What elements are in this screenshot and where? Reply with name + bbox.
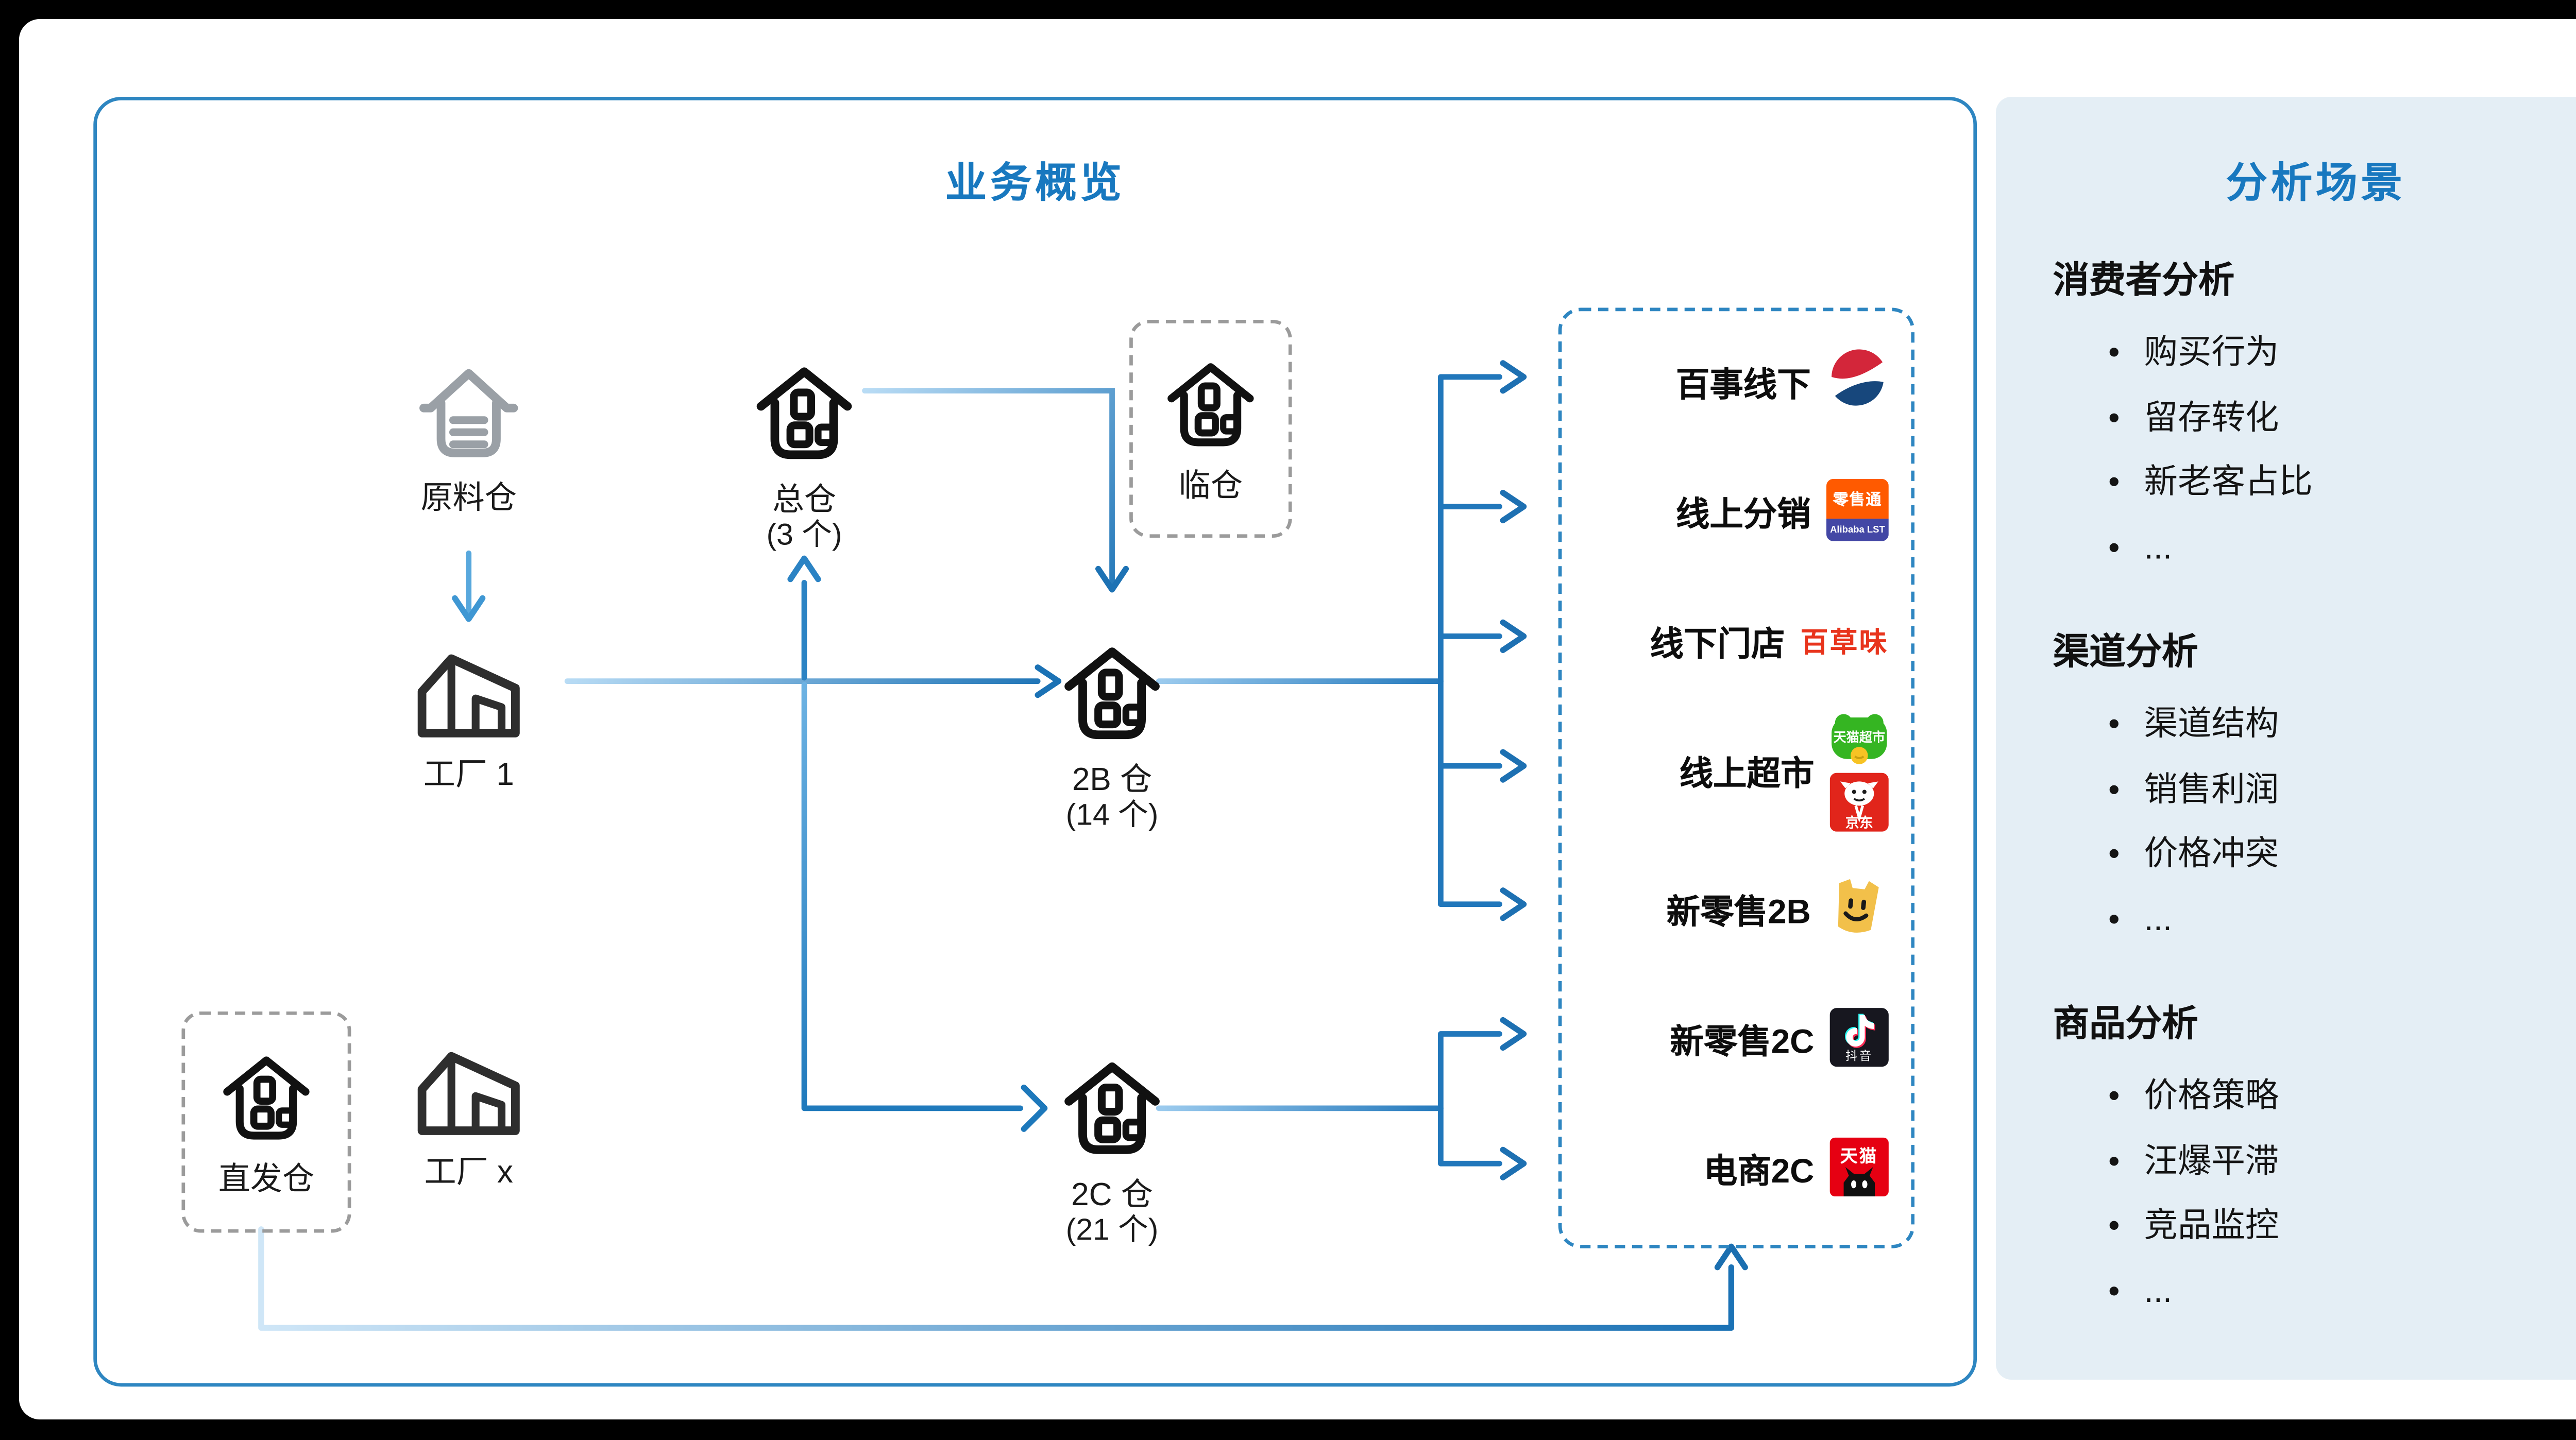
factory-icon [417, 654, 520, 738]
analysis-panel: 分析场景 消费者分析 购买行为 留存转化 新老客占比 ... 渠道分析 渠道结构… [1995, 96, 2576, 1380]
node-factory-x: 工厂 x [362, 1042, 576, 1190]
node-count: (3 个) [766, 517, 842, 552]
channel-label: 线下门店 [1650, 625, 1785, 663]
channel-row-pepsi-offline: 百事线下 [1575, 339, 1889, 422]
warehouse-icon [1064, 647, 1160, 740]
node-2b-warehouse: 2B 仓 (14 个) [1005, 640, 1219, 833]
node-label: 2B 仓 [1072, 761, 1153, 797]
channel-label: 线上分销 [1675, 495, 1811, 534]
list-item: 购买行为 [2108, 321, 2576, 386]
node-raw-warehouse: 原料仓 [362, 358, 576, 515]
node-label: 直发仓 [218, 1159, 315, 1196]
section-heading: 消费者分析 [2053, 261, 2235, 301]
section-items: 价格策略 汪爆平滞 竞品监控 ... [2053, 1065, 2576, 1325]
channel-label: 新零售2B [1666, 893, 1811, 931]
section-items: 购买行为 留存转化 新老客占比 ... [2053, 321, 2576, 581]
lst-logo: 零售通 Alibaba LST [1826, 478, 1889, 541]
flow-arrows-svg [258, 360, 1748, 1331]
node-factory-1: 工厂 1 [362, 645, 576, 792]
node-count: (14 个) [1065, 797, 1159, 832]
node-2c-warehouse: 2C 仓 (21 个) [1005, 1055, 1219, 1248]
list-item: 价格冲突 [2108, 823, 2576, 888]
warehouse-icon [1167, 362, 1254, 445]
node-label: 2C 仓 [1071, 1175, 1153, 1212]
list-item: 新老客占比 [2108, 451, 2576, 516]
node-temp-warehouse: 临仓 [1129, 320, 1292, 538]
raw-warehouse-icon [419, 369, 518, 457]
lst-logo-text: 零售通 [1826, 478, 1889, 519]
channel-label: 百事线下 [1675, 366, 1811, 404]
channel-row-new-retail-2c: 新零售2C 抖音 [1575, 996, 1889, 1079]
node-label: 工厂 1 [423, 756, 514, 792]
list-item: 留存转化 [2108, 386, 2576, 451]
channels-box: 百事线下 线上分销 零售通 Alibaba LST 线下门店 百草味 [1558, 307, 1915, 1248]
section-heading: 商品分析 [2053, 1004, 2198, 1044]
node-count: (21 个) [1065, 1212, 1159, 1247]
list-item: 竞品监控 [2108, 1195, 2576, 1260]
warehouse-icon [1064, 1062, 1160, 1154]
channel-row-online-supermarket: 线上超市 天猫超市 [1575, 707, 1889, 832]
section-product-analysis: 商品分析 价格策略 汪爆平滞 竞品监控 ... [2053, 996, 2576, 1325]
list-item: ... [2108, 516, 2576, 581]
list-item: 渠道结构 [2108, 693, 2576, 758]
white-canvas: 业务概览 [19, 19, 2576, 1420]
node-direct-warehouse: 直发仓 [181, 1011, 351, 1233]
analysis-title: 分析场景 [2226, 161, 2406, 208]
channel-row-new-retail-2b: 新零售2B [1575, 866, 1889, 949]
node-central-warehouse: 总仓 (3 个) [697, 359, 911, 553]
pepsi-logo [1829, 349, 1886, 408]
channel-label: 新零售2C [1670, 1022, 1815, 1061]
section-channel-analysis: 渠道分析 渠道结构 销售利润 价格冲突 ... [2053, 624, 2576, 953]
section-consumer-analysis: 消费者分析 购买行为 留存转化 新老客占比 ... [2053, 252, 2576, 581]
tmall-logo-text: 天猫 [1840, 1148, 1878, 1167]
node-label: 总仓 [772, 481, 837, 517]
list-item: 汪爆平滞 [2108, 1130, 2576, 1195]
douyin-logo-text: 抖音 [1845, 1051, 1873, 1064]
channel-row-ecommerce-2c: 电商2C 天猫 [1575, 1125, 1889, 1208]
factory-icon [417, 1052, 520, 1135]
tmall-logo: 天猫 [1829, 1137, 1889, 1197]
svg-text:京东: 京东 [1845, 814, 1873, 830]
warehouse-icon [223, 1055, 310, 1139]
list-item: ... [2108, 1260, 2576, 1325]
analysis-body: 消费者分析 购买行为 留存转化 新老客占比 ... 渠道分析 渠道结构 销售利润… [1996, 252, 2576, 1324]
svg-text:天猫超市: 天猫超市 [1833, 729, 1885, 744]
online-supermarket-logos: 天猫超市 京东 [1829, 708, 1889, 831]
lst-logo-subtext: Alibaba LST [1826, 519, 1889, 541]
list-item: 销售利润 [2108, 758, 2576, 823]
section-heading: 渠道分析 [2053, 632, 2198, 673]
channel-row-offline-stores: 线下门店 百草味 [1575, 598, 1889, 681]
channel-label: 电商2C [1703, 1152, 1815, 1191]
node-label: 临仓 [1178, 466, 1243, 503]
bcw-logo: 百草味 [1800, 629, 1889, 659]
douyin-logo: 抖音 [1829, 1008, 1889, 1067]
jd-logo: 京东 [1829, 772, 1889, 831]
tmall-market-logo: 天猫超市 [1832, 713, 1887, 764]
node-label: 工厂 x [424, 1153, 513, 1190]
node-label: 原料仓 [420, 478, 517, 516]
list-item: 价格策略 [2108, 1065, 2576, 1130]
smiley-bag-logo [1838, 879, 1879, 933]
list-item: ... [2108, 888, 2576, 953]
warehouse-icon [756, 367, 852, 459]
business-overview-title: 业务概览 [945, 161, 1125, 208]
section-items: 渠道结构 销售利润 价格冲突 ... [2053, 693, 2576, 953]
business-overview-panel: 业务概览 [93, 96, 1977, 1387]
channel-label: 线上超市 [1679, 755, 1815, 793]
channel-row-online-distribution: 线上分销 零售通 Alibaba LST [1575, 469, 1889, 552]
